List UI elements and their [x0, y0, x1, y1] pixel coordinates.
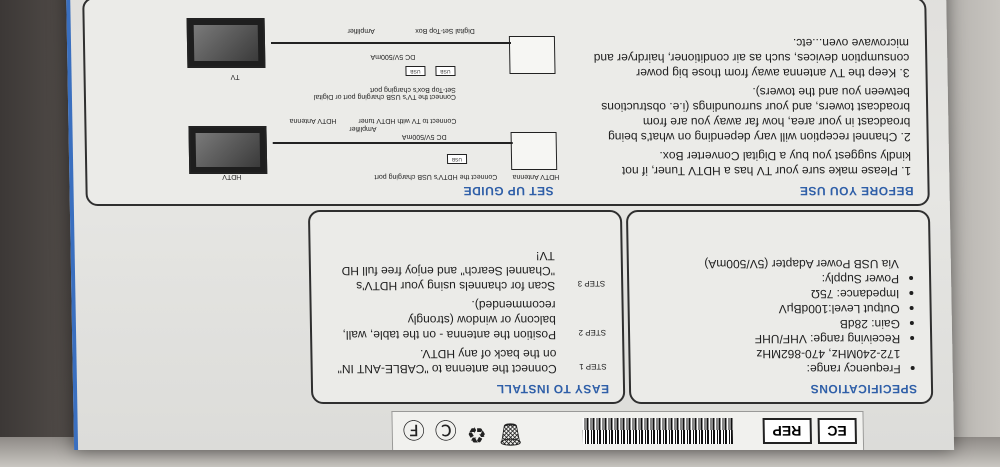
spec-item: Frequency range: [647, 361, 901, 376]
weee-bin-icon: 🗑 [496, 422, 525, 447]
dc-label-2: DC 5V/500mA [370, 53, 416, 60]
step-text: Connect the antenna to "CABLE-ANT IN" on… [337, 347, 557, 376]
spec-item: Impedance: 75Ω [645, 286, 900, 301]
cable [272, 142, 513, 144]
barcode [582, 418, 733, 444]
hdtv-icon [188, 126, 268, 174]
product-box: EC REP 🗑 ♻ Ⓒ Ⓕ SPECIFICATIONS Frequency … [65, 0, 955, 450]
fcc-icon: Ⓕ [402, 417, 425, 442]
step-text: Position the antenna - on the table, wal… [342, 298, 557, 342]
before-item: 2. Channel reception will vary depending… [601, 85, 911, 144]
usb-plug: USB [435, 66, 456, 76]
cable [270, 42, 512, 44]
antenna-diagram [510, 132, 558, 170]
tv-icon [186, 18, 266, 68]
antenna-diagram-2 [508, 36, 556, 74]
usb-plug: USB [446, 154, 468, 164]
hdtv-antenna-label-2: HDTV Antenna [289, 117, 337, 124]
install-step: STEP 3 Scan for channels using your HDTV… [327, 248, 606, 293]
certification-icons: 🗑 ♻ Ⓒ Ⓕ [402, 415, 525, 447]
spec-item: Via USB Power Adapter (5V/500mA) [704, 257, 899, 271]
usb-plug: USB [405, 66, 426, 76]
install-panel: EASY TO INSTALL STEP 1 Connect the anten… [307, 210, 626, 404]
recycle-icon: ♻ [466, 422, 487, 447]
spec-item: Power Supply: [645, 271, 900, 286]
dc-label: DC 5V/500mA [401, 133, 447, 140]
label-strip: EC REP 🗑 ♻ Ⓒ Ⓕ [391, 411, 865, 450]
install-title: EASY TO INSTALL [496, 382, 610, 396]
spec-item: Gain: 28dB [646, 316, 900, 331]
step-tag: STEP 1 [579, 362, 607, 371]
usb-or-box-label: Connect the TV's USB charging port or Di… [313, 86, 456, 100]
settop-label: Digital Set-Top Box [415, 27, 475, 34]
spec-item: 172-240MHz, 470-862MHz [756, 347, 901, 361]
step-tag: STEP 3 [577, 279, 606, 288]
ce-mark-icon: Ⓒ [434, 417, 457, 442]
step-text: Scan for channels using your HDTV's "Cha… [341, 249, 556, 293]
spec-item: Output Level:100dBμV [646, 301, 900, 316]
before-item: 1. Please make sure your TV has a HDTV T… [621, 149, 912, 178]
setup-diagram: HDTV Antenna Connect the HDTV's USB char… [104, 0, 567, 180]
rep-badge: REP [762, 418, 812, 444]
tv-label: TV [230, 73, 240, 80]
step-tag: STEP 2 [578, 328, 607, 337]
hdtv-antenna-label: HDTV Antenna [512, 173, 560, 180]
before-panel: BEFORE YOU USE 1. Please make sure your … [82, 0, 930, 206]
specifications-panel: SPECIFICATIONS Frequency range: 172-240M… [625, 210, 934, 404]
spec-item: Receiving range: VHF/UHF [646, 331, 901, 346]
install-step: STEP 2 Position the antenna - on the tab… [327, 297, 606, 342]
hdtv-label: HDTV [222, 173, 242, 180]
connect-tuner-label: Connect to TV with HDTV tuner [358, 117, 457, 124]
usb-port-label: Connect the HDTV's USB charging port [374, 173, 498, 180]
install-step: STEP 1 Connect the antenna to "CABLE-ANT… [328, 346, 607, 376]
before-text: 1. Please make sure your TV has a HDTV T… [573, 35, 927, 178]
ec-badge: EC [817, 418, 857, 444]
amplifier-label: Amplifier [349, 125, 377, 132]
amplifier-label-2: Amplifier [347, 27, 375, 34]
install-steps: STEP 1 Connect the antenna to "CABLE-ANT… [311, 248, 623, 376]
specifications-title: SPECIFICATIONS [810, 382, 918, 396]
before-item: 3. Keep the TV antenna away from those b… [593, 36, 910, 80]
setup-title: SET UP GUIDE [462, 184, 554, 198]
specifications-list: Frequency range: 172-240MHz, 470-862MHz … [629, 256, 931, 376]
